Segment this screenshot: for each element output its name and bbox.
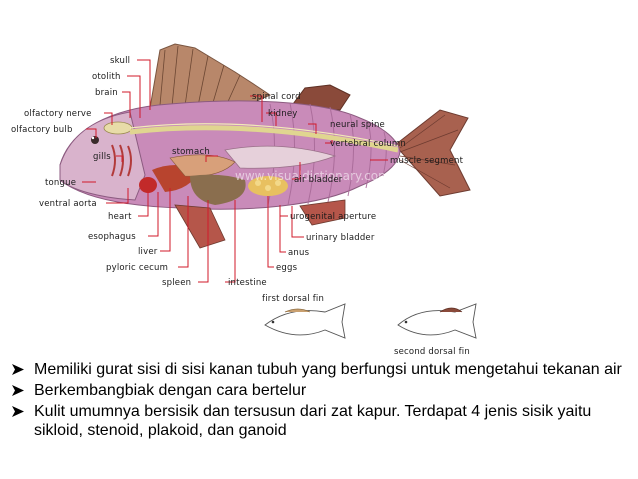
- inset-label-second-dorsal-fin: second dorsal fin: [394, 347, 470, 357]
- label-urinary-bladder: urinary bladder: [306, 233, 375, 243]
- label-kidney: kidney: [268, 109, 298, 119]
- label-otolith: otolith: [92, 72, 121, 82]
- label-air-bladder: air bladder: [294, 175, 343, 185]
- anal-fin: [299, 199, 346, 226]
- intestine-shape: [190, 174, 246, 205]
- label-anus: anus: [288, 248, 310, 258]
- label-stomach: stomach: [172, 147, 210, 157]
- label-intestine: intestine: [228, 278, 267, 288]
- pelvic-fin: [174, 204, 226, 249]
- label-gills: gills: [93, 152, 111, 162]
- label-liver: liver: [138, 247, 158, 257]
- label-pyloric-cecum: pyloric cecum: [106, 263, 168, 273]
- bullet-item: Berkembangbiak dengan cara bertelur: [10, 381, 630, 400]
- bullet-text: Kulit umumnya bersisik dan tersusun dari…: [34, 403, 592, 439]
- dorsal-fin: [149, 43, 272, 109]
- label-olfactory-bulb: olfactory bulb: [11, 125, 73, 135]
- label-eggs: eggs: [276, 263, 298, 273]
- bullet-list: Memiliki gurat sisi di sisi kanan tubuh …: [10, 360, 630, 442]
- arrow-bullet-icon: [12, 406, 24, 417]
- bullet-item: Kulit umumnya bersisik dan tersusun dari…: [10, 402, 630, 440]
- bullet-text: Berkembangbiak dengan cara bertelur: [34, 382, 307, 399]
- label-skull: skull: [110, 56, 130, 66]
- arrow-bullet-icon: [12, 385, 24, 396]
- watermark: www.visualdictionary.com: [235, 169, 390, 183]
- label-muscle-segment: muscle segment: [390, 156, 464, 166]
- label-olfactory-nerve: olfactory nerve: [24, 109, 92, 119]
- label-brain: brain: [95, 88, 118, 98]
- heart-shape: [139, 177, 157, 193]
- label-ventral-aorta: ventral aorta: [39, 199, 97, 209]
- label-neural-spine: neural spine: [330, 120, 385, 130]
- inset-first-dorsal-fin: first dorsal fin: [262, 294, 346, 339]
- air-bladder-shape: [224, 145, 337, 169]
- fish-head: [59, 111, 146, 201]
- label-spinal-cord: spinal cord: [252, 92, 301, 102]
- inset-label-first-dorsal-fin: first dorsal fin: [262, 294, 324, 304]
- brain-shape: [103, 121, 133, 135]
- bullet-text: Memiliki gurat sisi di sisi kanan tubuh …: [34, 361, 622, 378]
- bullet-item: Memiliki gurat sisi di sisi kanan tubuh …: [10, 360, 630, 379]
- vertebral-column-shape: [129, 125, 399, 153]
- caudal-fin: [394, 109, 471, 197]
- label-spleen: spleen: [162, 278, 191, 288]
- inset-second-dorsal-fin: second dorsal fin: [394, 303, 477, 357]
- fish-anatomy-diagram: www.visualdictionary.com skull otolith b…: [11, 43, 477, 357]
- label-esophagus: esophagus: [88, 232, 136, 242]
- label-tongue: tongue: [45, 178, 76, 188]
- label-heart: heart: [108, 212, 132, 222]
- label-urogenital-aperture: urogenital aperture: [290, 212, 376, 222]
- arrow-bullet-icon: [12, 364, 24, 375]
- label-vertebral-column: vertebral column: [330, 139, 406, 149]
